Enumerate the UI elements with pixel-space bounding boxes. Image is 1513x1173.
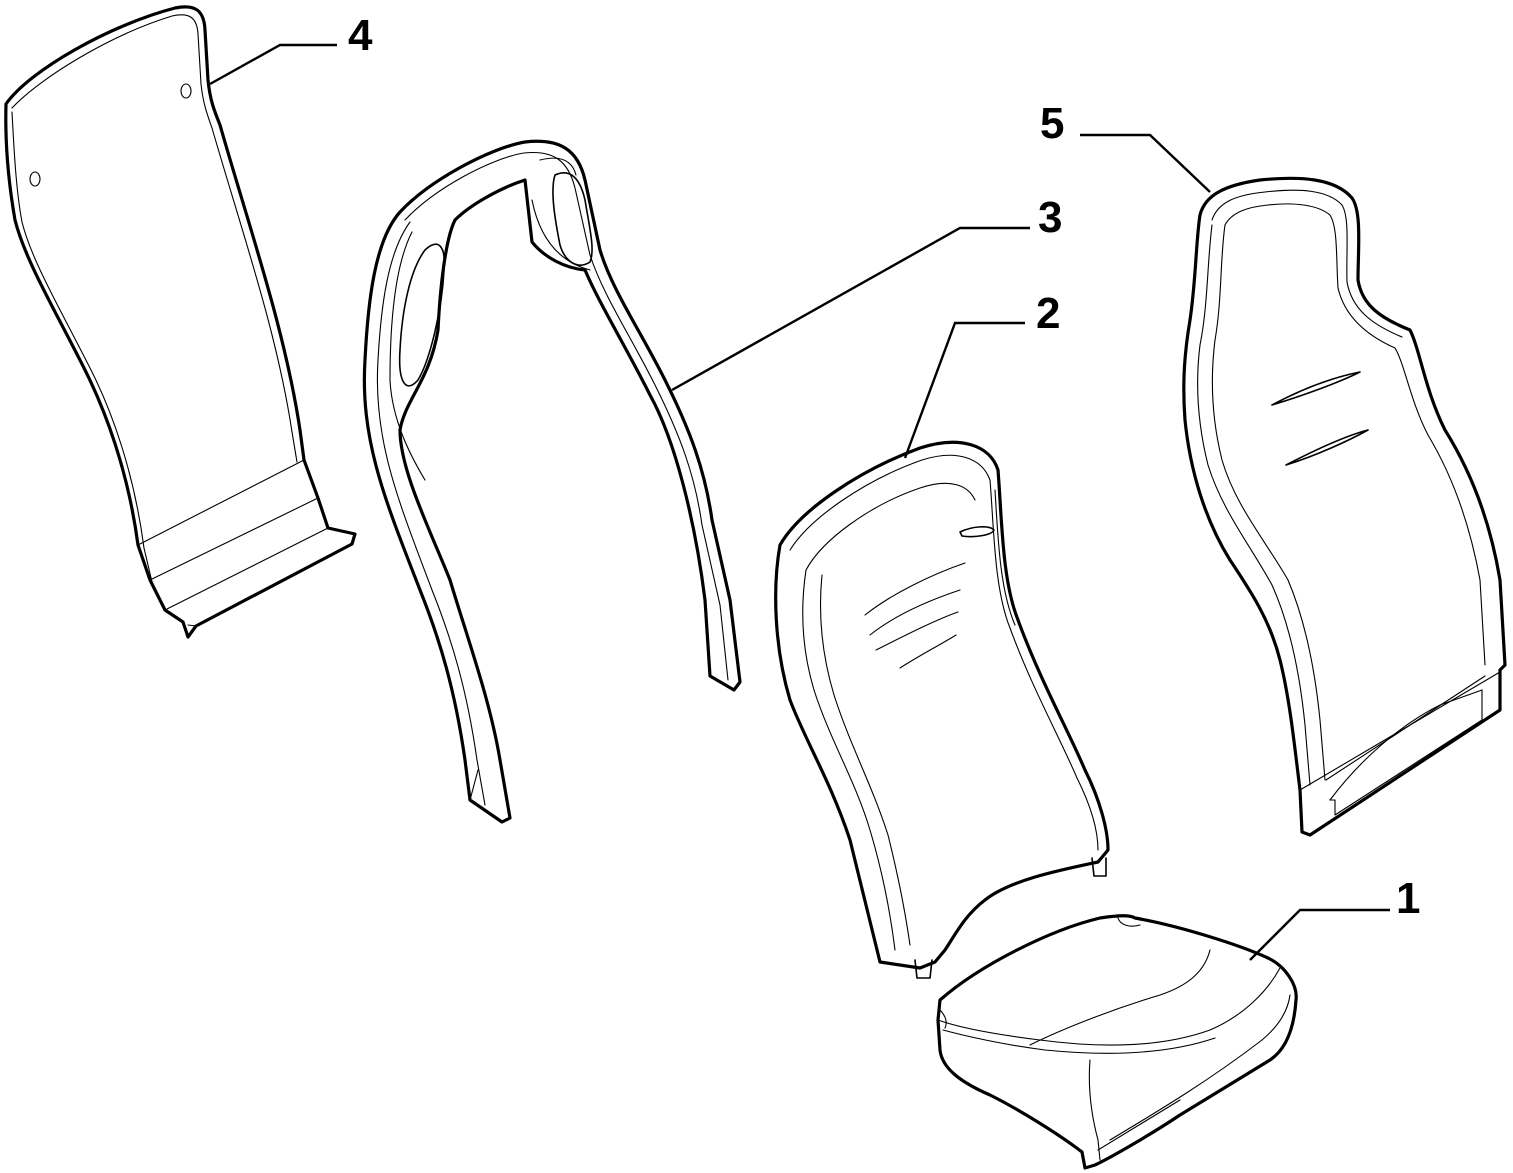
part-5-seat-back-cover[interactable]	[1182, 176, 1507, 837]
leader-line-1	[1249, 908, 1390, 961]
callout-numbers: 4 5 3 2 1	[348, 11, 1420, 923]
part-1-seat-base-cushion[interactable]	[936, 914, 1298, 1170]
leader-line-3	[671, 226, 1030, 392]
leader-line-5	[1080, 133, 1211, 193]
callout-3: 3	[1038, 193, 1062, 242]
callout-2: 2	[1036, 289, 1060, 338]
callout-1: 1	[1396, 874, 1420, 923]
callout-5: 5	[1040, 99, 1064, 148]
part-2-seat-back-cushion[interactable]	[774, 440, 1110, 979]
leader-lines	[209, 43, 1390, 961]
leader-line-2	[903, 321, 1025, 459]
part-4-rear-panel[interactable]	[4, 5, 357, 639]
callout-4: 4	[348, 11, 373, 60]
leader-line-4	[209, 43, 337, 86]
part-3-side-frame[interactable]	[362, 139, 742, 824]
